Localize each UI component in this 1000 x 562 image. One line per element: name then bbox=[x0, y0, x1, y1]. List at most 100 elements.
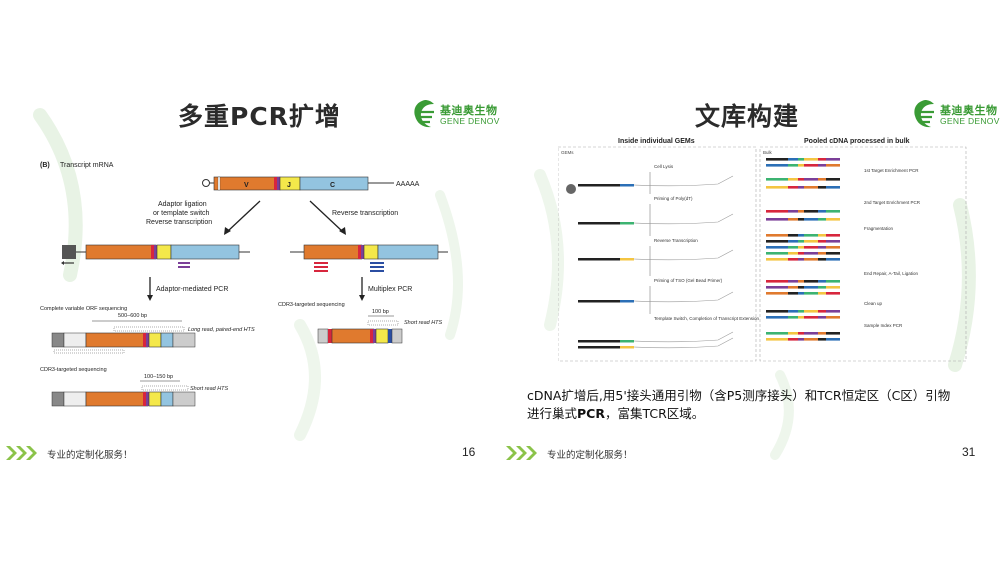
bulk-read-segment bbox=[798, 218, 804, 221]
bulk-read-segment bbox=[818, 164, 826, 167]
caption-line-1: cDNA扩增后,用5'接头通用引物（含P5测序接头）和TCR恒定区（C区）引物 bbox=[527, 388, 951, 403]
segment-c-label: C bbox=[330, 182, 335, 189]
bulk-read-segment bbox=[826, 218, 840, 221]
footer-slogan: 专业的定制化服务！ bbox=[547, 450, 633, 461]
gem-read-tail bbox=[633, 337, 734, 349]
right-branch-label: Reverse transcription bbox=[332, 210, 398, 217]
bulk-read-segment bbox=[766, 164, 788, 167]
bulk-read-segment bbox=[766, 210, 788, 213]
cdr3-left-label: CDR3-targeted sequencing bbox=[40, 367, 107, 373]
bulk-read-segment bbox=[788, 234, 798, 237]
bulk-read-segment bbox=[766, 218, 788, 221]
bulk-read-segment bbox=[818, 246, 826, 249]
bulk-read-segment bbox=[798, 338, 804, 341]
multiplex-pcr-label: Multiplex PCR bbox=[368, 286, 412, 293]
bulk-read-segment bbox=[826, 332, 840, 335]
bulk-read-segment bbox=[804, 252, 818, 255]
bulk-read-segment bbox=[798, 252, 804, 255]
cdr3-left-bp: 100–150 bp bbox=[144, 374, 173, 380]
bulk-read-segment bbox=[826, 292, 840, 295]
right-step-label-5: Clean up bbox=[864, 301, 883, 306]
logo-mark-icon bbox=[414, 100, 434, 128]
bulk-read-segment bbox=[788, 240, 798, 243]
short-read-left: Short read HTS bbox=[190, 386, 229, 392]
bulk-read-segment bbox=[798, 210, 804, 213]
right-step-label-4: End Repair, A-Tail, Ligation bbox=[864, 271, 919, 276]
caption-line-2-pre: 进行巢式 bbox=[527, 406, 578, 421]
left-step-label-3: Reverse Transcription bbox=[654, 238, 698, 243]
transcript-mrna: V J C AAAAA bbox=[202, 176, 420, 191]
bulk-read-segment bbox=[804, 164, 818, 167]
bulk-read-segment bbox=[826, 234, 840, 237]
bulk-read-segment bbox=[818, 186, 826, 189]
bulk-read-segment bbox=[818, 218, 826, 221]
long-read-label: Long read, paired-end HTS bbox=[188, 327, 255, 333]
bulk-read-segment bbox=[766, 234, 788, 237]
bulk-read-segment bbox=[766, 280, 788, 283]
gem-read bbox=[578, 346, 620, 349]
cdr3-right-bp: 100 bp bbox=[372, 309, 389, 315]
segment-v-label: V bbox=[244, 182, 249, 189]
bulk-read-segment bbox=[826, 240, 840, 243]
caption-line-2: 进行巢式PCR，富集TCR区域。 bbox=[527, 405, 992, 423]
left-branch-label-3: Reverse transcription bbox=[146, 219, 212, 226]
bulk-read-segment bbox=[818, 178, 826, 181]
bulk-read-segment bbox=[818, 252, 826, 255]
bulk-read-segment bbox=[818, 234, 826, 237]
bulk-read-segment bbox=[804, 316, 818, 319]
bulk-read-segment bbox=[804, 286, 818, 289]
header-left: Inside individual GEMs bbox=[618, 138, 695, 145]
bulk-read-segment bbox=[766, 310, 788, 313]
background-decoration bbox=[534, 169, 976, 460]
bulk-read-segment bbox=[804, 310, 818, 313]
right-step-label-2: 2nd Target Enrichment PCR bbox=[864, 200, 921, 205]
bulk-read-segment bbox=[788, 338, 798, 341]
slide-library-construction: 文库构建 基迪奥生物 GENE DENOVO Inside individual… bbox=[500, 75, 1000, 475]
bulk-read-segment bbox=[798, 178, 804, 181]
bulk-read-segment bbox=[798, 234, 804, 237]
slide-title: 文库构建 bbox=[695, 102, 800, 131]
bulk-tag: Bulk bbox=[763, 150, 773, 155]
bulk-read-segment bbox=[826, 338, 840, 341]
bulk-read-segment bbox=[826, 178, 840, 181]
bulk-read-segment bbox=[818, 286, 826, 289]
page-number: 31 bbox=[962, 445, 976, 459]
left-branch-label-1: Adaptor ligation bbox=[158, 201, 207, 208]
gem-read bbox=[578, 300, 620, 303]
bulk-read-segment bbox=[798, 186, 804, 189]
bulk-read-segment bbox=[804, 246, 818, 249]
bulk-read-segment bbox=[766, 258, 788, 261]
bulk-read-segment bbox=[788, 186, 798, 189]
bulk-read-segment bbox=[818, 210, 826, 213]
bulk-read-segment bbox=[788, 164, 798, 167]
bulk-read-segment bbox=[826, 286, 840, 289]
bulk-read-segment bbox=[766, 246, 788, 249]
bulk-read-segment bbox=[826, 310, 840, 313]
right-step-label-6: Sample Index PCR bbox=[864, 323, 903, 328]
bulk-read-segment bbox=[766, 252, 788, 255]
bulk-read-segment bbox=[788, 246, 798, 249]
slide-title: 多重PCR扩增 bbox=[178, 102, 341, 131]
bulk-read-segment bbox=[804, 210, 818, 213]
rt-cdna-construct bbox=[290, 244, 448, 272]
footer-arrows-icon bbox=[6, 446, 37, 460]
right-step-label-1: 1st Target Enrichment PCR bbox=[864, 168, 919, 173]
cdr3-right-label: CDR3-targeted sequencing bbox=[278, 302, 345, 308]
bulk-read-segment bbox=[798, 280, 804, 283]
bulk-read-segment bbox=[804, 234, 818, 237]
panel-label: (B) bbox=[40, 162, 50, 169]
bulk-read-segment bbox=[818, 258, 826, 261]
orf-seq-label: Complete variable ORF sequencing bbox=[40, 306, 127, 312]
gem-read bbox=[578, 184, 620, 187]
bulk-read-segment bbox=[798, 316, 804, 319]
bulk-read-segment bbox=[804, 218, 818, 221]
adaptor-cdna-construct bbox=[61, 244, 250, 268]
orf-construct bbox=[51, 326, 196, 354]
logo-chinese-text: 基迪奥生物 bbox=[940, 104, 998, 117]
tcr-amplification-diagram: (B) Transcript mRNA V J C AAAAA bbox=[40, 162, 448, 407]
bulk-read-segment bbox=[788, 210, 798, 213]
bulk-read-segment bbox=[818, 338, 826, 341]
bulk-read-segment bbox=[826, 158, 840, 161]
cdr3-right-construct bbox=[317, 320, 403, 344]
gem-read bbox=[620, 340, 634, 343]
